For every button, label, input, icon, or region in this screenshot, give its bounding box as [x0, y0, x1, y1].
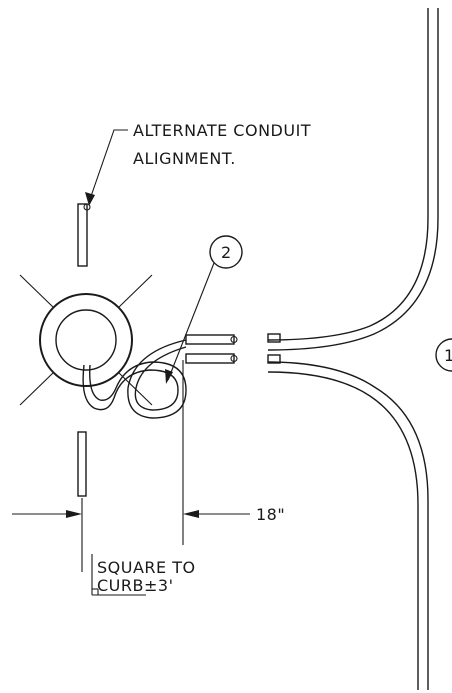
- alternate-alignment-note-line2: ALIGNMENT.: [133, 149, 236, 168]
- callout-1: [435, 338, 452, 372]
- curb-conduit-stubs: [267, 333, 281, 364]
- square-to-curb-note-line1: SQUARE TO: [97, 558, 196, 577]
- square-to-curb-note-line2: CURB±3': [97, 576, 173, 595]
- lower-conduit-stub: [77, 431, 87, 497]
- curb-line: [267, 8, 439, 690]
- alternate-conduit-stub: [77, 203, 91, 267]
- dimension-18-label: 18": [256, 505, 285, 524]
- alternate-alignment-leader: [85, 129, 128, 206]
- callout-2: [165, 235, 243, 384]
- square-marker: [91, 554, 146, 596]
- callout-1-label: 1: [444, 346, 452, 365]
- pole-conduit-stubs: [185, 334, 238, 364]
- conduit-coil: [82, 339, 187, 419]
- dimension-18: [12, 360, 250, 572]
- callout-2-label: 2: [221, 243, 231, 262]
- alternate-alignment-note-line1: ALTERNATE CONDUIT: [133, 121, 311, 140]
- pole-foundation: [19, 274, 153, 406]
